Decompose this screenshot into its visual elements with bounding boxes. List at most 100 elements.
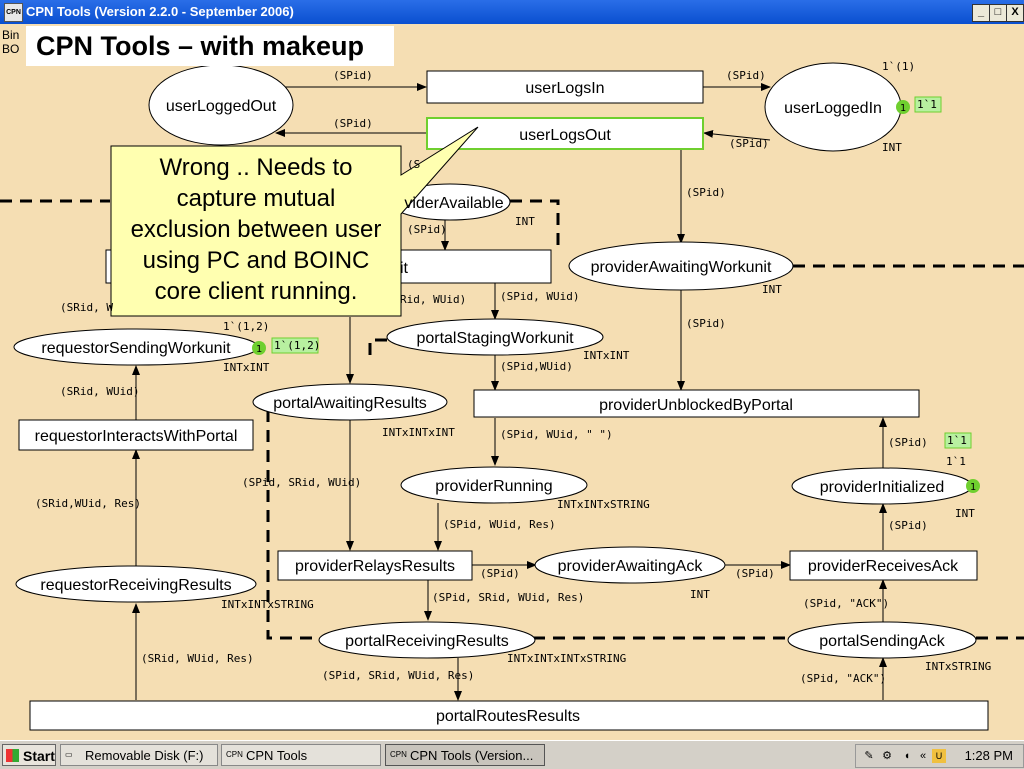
transition-portalRoutesResults (29, 700, 989, 731)
arcs (132, 83, 887, 701)
pen-icon[interactable]: ✎ (864, 750, 874, 762)
comment-line: Wrong .. Needs to (159, 154, 353, 181)
colour-set-label: INT (515, 215, 535, 228)
place-portalStagingWorkunit (386, 318, 604, 356)
task-cpn-tools-version[interactable]: CPN CPN Tools (Version... (385, 744, 545, 766)
transition-userLogsOut (426, 117, 704, 150)
place-providerAwaitingWorkunit (568, 241, 794, 291)
place-label: userLoggedIn (784, 100, 882, 117)
arc-inscription: (SPid) (407, 223, 447, 236)
arc-inscription: (SPid) (333, 69, 373, 82)
window-title-bar[interactable]: CPN CPN Tools (Version 2.2.0 - September… (0, 0, 1024, 24)
place-portalSendingAck (787, 621, 977, 659)
arc-inscription: (SPid) (333, 117, 373, 130)
index-item[interactable]: BO (2, 42, 20, 56)
place-requestorReceivingResults (15, 565, 257, 603)
start-button[interactable]: Start (2, 744, 56, 766)
token-userLoggedIn (896, 100, 910, 114)
arc-inscription: (SPid) (686, 317, 726, 330)
arc-inscription: (SPid,WUid) (500, 360, 573, 373)
comment-balloon[interactable] (110, 126, 479, 317)
place-label: viderAvailable (404, 195, 503, 212)
place-portalAwaitingResults (252, 383, 448, 421)
arc-inscription: (SPid, WUid) (500, 290, 579, 303)
arc-inscription: (SPid, WUid, Res) (443, 518, 556, 531)
index-item[interactable]: Bin (2, 28, 20, 42)
comment-line: using PC and BOINC (142, 247, 370, 274)
index-stub[interactable]: Bin BO (2, 28, 19, 56)
place-label: providerAwaitingAck (558, 558, 704, 575)
arc-inscription: (SPid) (686, 186, 726, 199)
tokens[interactable] (252, 100, 980, 493)
place-label: portalStagingWorkunit (416, 330, 574, 347)
colour-set-label: INTxINTxINTxSTRING (507, 652, 626, 665)
clock[interactable]: 1:28 PM (964, 748, 1013, 763)
token-count: 1 (970, 482, 976, 493)
arc-inscription: (SPid) (888, 436, 928, 449)
colour-set-label: INTxINTxINT (382, 426, 455, 439)
transition-label: it (400, 260, 409, 277)
arc-inscription: (S (407, 158, 420, 171)
place-label: providerAwaitingWorkunit (591, 259, 772, 276)
comment-text: Wrong .. Needs to capture mutual exclusi… (112, 152, 400, 307)
slide-title: CPN Tools – with makeup (26, 26, 394, 66)
task-removable-disk[interactable]: ▭ Removable Disk (F:) (60, 744, 218, 766)
arc-inscription: (SRid, WUid, Res) (141, 652, 254, 665)
place-label: portalSendingAck (819, 633, 945, 650)
task-label: CPN Tools (246, 748, 308, 763)
colour-set-label: INT (762, 283, 782, 296)
place-label: requestorSendingWorkunit (41, 340, 231, 357)
start-label: Start (23, 748, 55, 764)
transition-label: userLogsOut (519, 127, 611, 144)
place-label: providerRunning (435, 478, 552, 495)
place-label: portalAwaitingResults (273, 395, 427, 412)
token-providerInitialized (966, 479, 980, 493)
transition-providerReceivesAck (789, 550, 978, 581)
expand-tray-icon[interactable]: « (919, 750, 927, 762)
arc-inscription: (SRid, W (60, 301, 113, 314)
windows-logo-icon (6, 749, 19, 762)
taskbar: Start ▭ Removable Disk (F:) CPN CPN Tool… (0, 740, 1024, 769)
place-providerRunning (400, 466, 588, 504)
task-cpn-tools[interactable]: CPN CPN Tools (221, 744, 381, 766)
token-count: 1 (256, 344, 262, 355)
usb-icon[interactable]: U (932, 749, 946, 763)
token-requestorSendingWorkunit (252, 341, 266, 355)
marking-boxes (271, 96, 972, 449)
initial-marking: 1`1 (946, 455, 966, 468)
transition-label: providerReceivesAck (808, 558, 959, 575)
place-label: userLoggedOut (166, 98, 277, 115)
drive-icon: ▭ (65, 750, 73, 759)
transition-label: providerUnblockedByPortal (599, 397, 793, 414)
speaker-icon[interactable]: ◖ (903, 750, 911, 762)
colour-set-label: INTxINTxSTRING (557, 498, 650, 511)
cpn-tools-icon: CPN (226, 750, 243, 759)
cpn-tools-icon: CPN (390, 750, 407, 759)
arc-inscription: (SPid, SRid, WUid, Res) (322, 669, 474, 682)
initial-marking: 1`(1) (882, 60, 915, 73)
comment-line: exclusion between user (130, 216, 382, 243)
initial-marking: 1`(1,2) (223, 320, 269, 333)
window-title: CPN Tools (Version 2.2.0 - September 200… (26, 4, 294, 19)
place-label: providerInitialized (820, 479, 945, 496)
colour-set-label: INT (690, 588, 710, 601)
arc-inscription: (SPid, SRid, WUid, Res) (432, 591, 584, 604)
arc-inscription: (SPid, SRid, WUid) (242, 476, 361, 489)
colour-set-label: INTxSTRING (925, 660, 991, 673)
arc-inscription: (SPid) (480, 567, 520, 580)
arc-inscription: (SPid) (735, 567, 775, 580)
arc-inscription: (SPid, WUid, " ") (500, 428, 613, 441)
arc-inscription: Rid, WUid) (400, 293, 466, 306)
colour-set-label: INT (955, 507, 975, 520)
transition-providerRelaysResults (277, 550, 473, 581)
places[interactable] (13, 62, 977, 659)
task-label: CPN Tools (Version... (410, 748, 534, 763)
network-icon[interactable]: ⚙ (882, 750, 892, 762)
arc-inscription: (SRid, WUid) (60, 385, 139, 398)
arc-inscription: (SPid) (888, 519, 928, 532)
system-tray: ✎ ⚙ ◖ « U 1:28 PM (855, 744, 1024, 768)
transition-label: portalRoutesResults (436, 708, 580, 725)
arc-inscription: (SPid, "ACK") (800, 672, 886, 685)
arc-inscription: (SPid) (726, 69, 766, 82)
